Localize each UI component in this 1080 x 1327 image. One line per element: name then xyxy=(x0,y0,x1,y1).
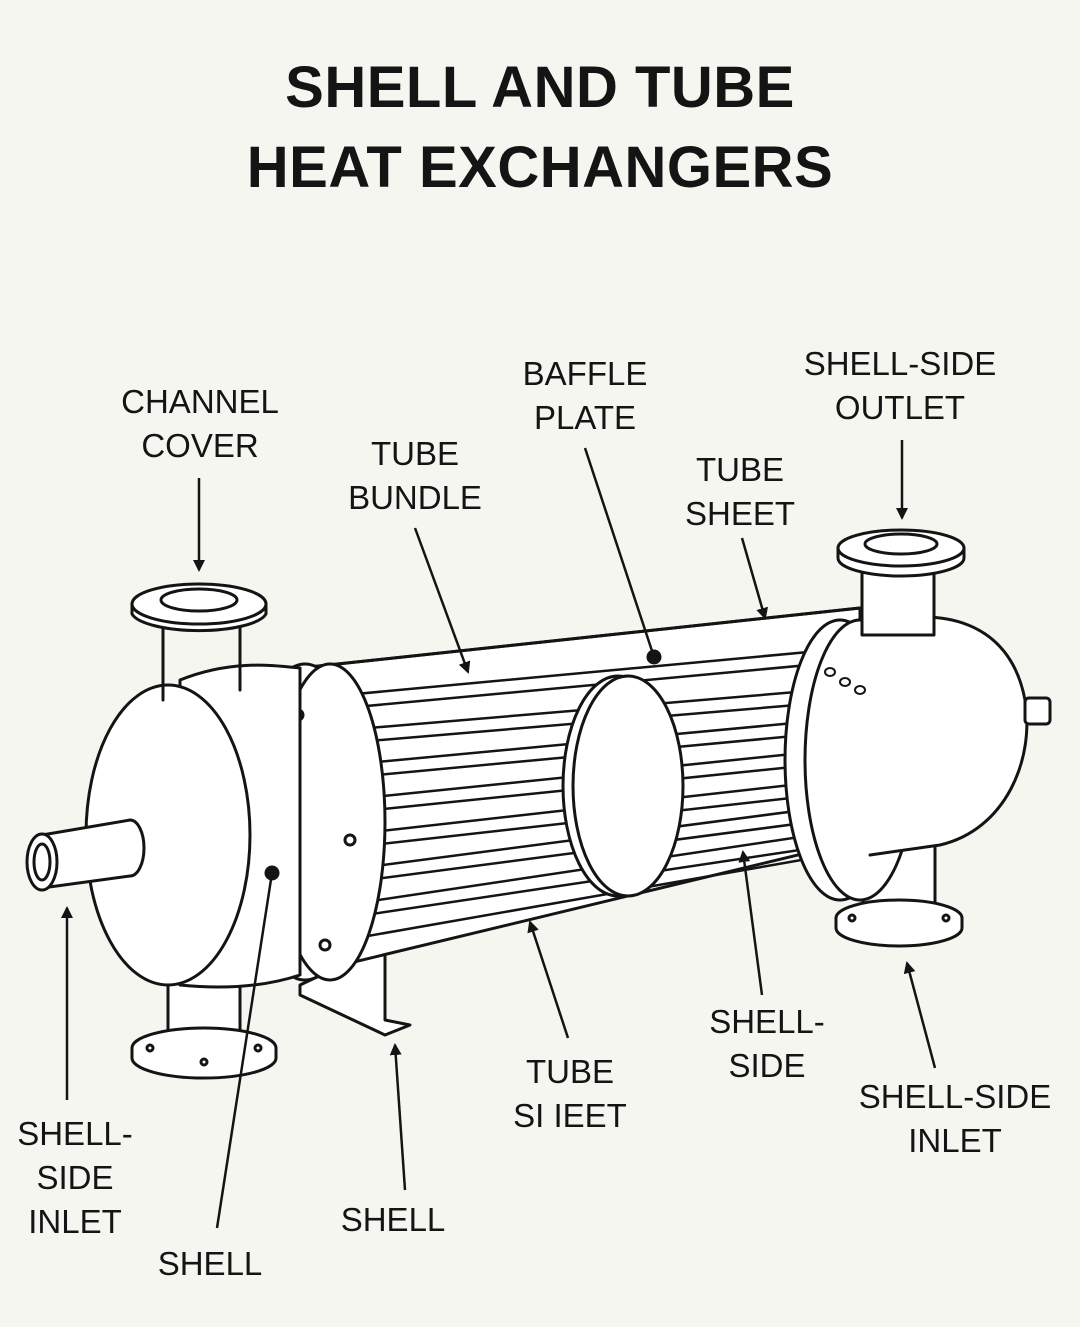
top-left-nozzle xyxy=(130,582,268,702)
baffle-plate-leader xyxy=(583,447,656,658)
leader-lines xyxy=(61,440,937,1229)
label-shell-side-inlet-right: SHELL-SIDE INLET xyxy=(858,1078,1052,1159)
label-tube-bundle: TUBE BUNDLE xyxy=(348,435,482,516)
shell-left-leader xyxy=(215,872,274,1229)
label-tube-sheet-bottom: TUBE SI IEET xyxy=(513,1053,627,1134)
label-shell-side-mid: SHELL- SIDE xyxy=(709,1003,825,1084)
label-shell-side-inlet-left: SHELL- SIDE INLET xyxy=(17,1115,133,1240)
label-baffle-plate: BAFFLE PLATE xyxy=(522,355,648,436)
left-channel-head xyxy=(84,663,302,989)
right-channel-head xyxy=(868,615,1052,857)
tube-bundle-arrow xyxy=(413,527,471,674)
label-tube-sheet-top: TUBE SHEET xyxy=(684,451,796,532)
title-line-2: HEAT EXCHANGERS xyxy=(246,135,834,200)
diagram-title: SHELL AND TUBE HEAT EXCHANGERS xyxy=(0,48,1080,208)
shell-support-arrow xyxy=(389,1043,407,1191)
label-shell-support: SHELL xyxy=(340,1201,446,1238)
label-shell-side-outlet: SHELL-SIDE OUTLET xyxy=(803,345,997,426)
baffle-plate xyxy=(561,674,685,898)
left-inlet-pipe xyxy=(25,818,146,892)
tube-sheet-bottom-arrow xyxy=(527,920,570,1039)
tube-sheet-top-arrow xyxy=(740,537,769,620)
top-right-nozzle xyxy=(836,528,966,637)
shell-side-mid-arrow xyxy=(738,850,764,996)
bottom-right-nozzle xyxy=(834,843,964,948)
shell-side-inlet-right-arrow xyxy=(903,961,937,1069)
label-shell-left: SHELL xyxy=(157,1245,263,1282)
label-channel-cover: CHANNEL COVER xyxy=(121,383,279,464)
title-line-1: SHELL AND TUBE xyxy=(285,55,795,120)
